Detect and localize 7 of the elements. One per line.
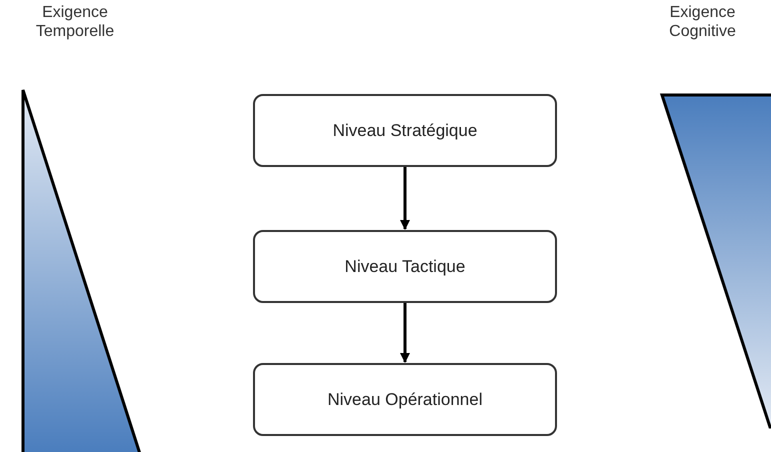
heading: Exigence Cognitive xyxy=(668,3,737,41)
level-box: Niveau Opérationnel xyxy=(253,363,557,436)
arrow xyxy=(400,167,410,230)
level-box: Niveau Tactique xyxy=(253,230,557,303)
heading: Exigence Temporelle xyxy=(34,3,116,41)
arrow xyxy=(400,303,410,363)
level-box: Niveau Stratégique xyxy=(253,94,557,167)
